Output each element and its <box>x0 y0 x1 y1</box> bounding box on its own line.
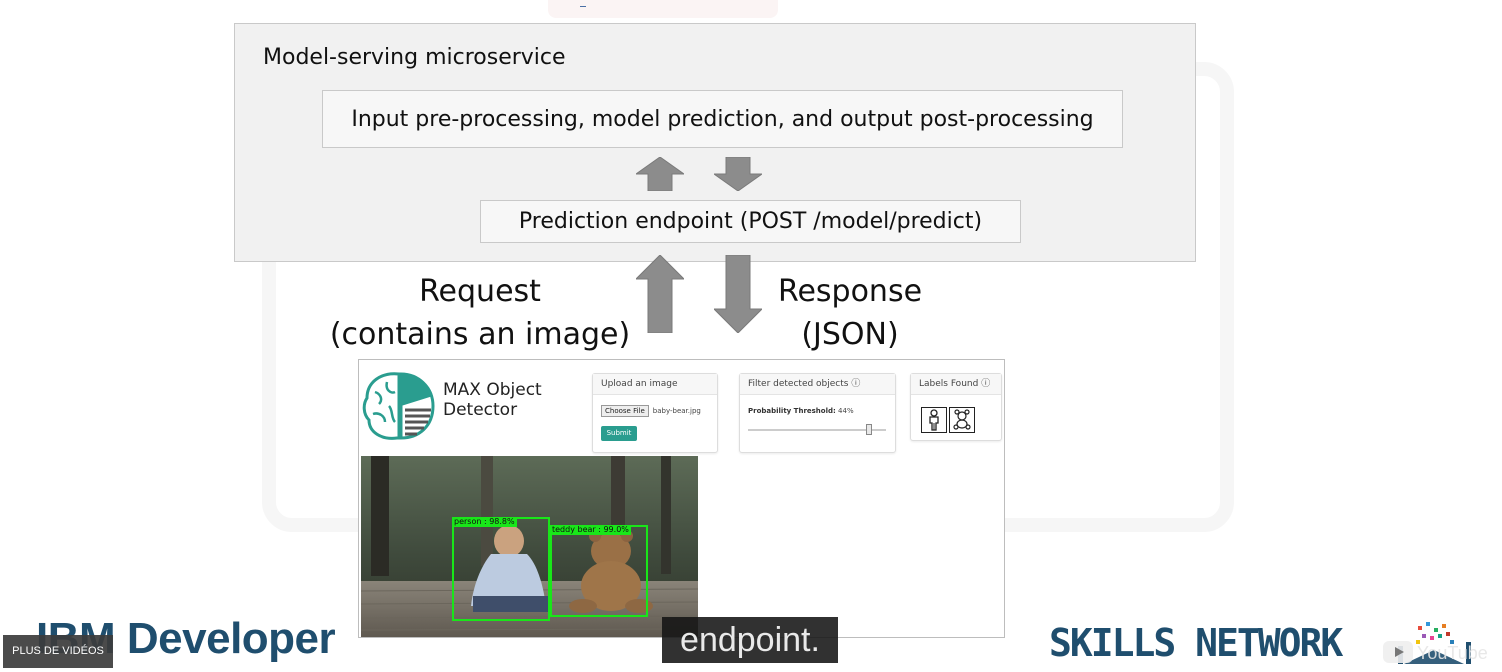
labels-card-header: Labels Found ⓘ <box>911 374 1001 395</box>
info-icon[interactable]: ⓘ <box>981 379 991 389</box>
response-label-line1: Response <box>777 274 923 309</box>
labels-card: Labels Found ⓘ <box>910 373 1002 441</box>
submit-button[interactable]: Submit <box>601 426 637 441</box>
background-watermark-top <box>548 0 778 18</box>
request-label-line2: (contains an image) <box>329 317 631 352</box>
app-title-line2: Detector <box>443 400 518 420</box>
threshold-label: Probability Threshold: 44% <box>748 407 854 415</box>
microservice-title: Model-serving microservice <box>263 45 566 70</box>
upload-card-header: Upload an image <box>593 374 717 395</box>
file-name: baby-bear.jpg <box>652 407 701 415</box>
person-detection-label: person : 98.8% <box>452 517 517 527</box>
filter-card-title: Filter detected objects <box>748 379 849 389</box>
person-detection-box <box>452 517 550 621</box>
endpoint-box: Prediction endpoint (POST /model/predict… <box>480 200 1021 243</box>
filter-card: Filter detected objects ⓘ Probability Th… <box>739 373 896 453</box>
small-up-arrow <box>636 157 684 191</box>
video-caption: endpoint. <box>662 617 838 663</box>
teddy-bear-icon[interactable] <box>949 407 975 433</box>
file-row: Choose File baby-bear.jpg <box>601 405 701 417</box>
youtube-label: YouTube <box>1417 643 1488 663</box>
choose-file-button[interactable]: Choose File <box>601 405 649 417</box>
response-label: Response (JSON) <box>760 270 940 356</box>
threshold-value: 44% <box>838 407 854 415</box>
response-arrow-down <box>714 255 762 333</box>
info-icon[interactable]: ⓘ <box>851 379 861 389</box>
threshold-slider-thumb[interactable] <box>866 424 873 435</box>
label-icons <box>921 407 975 433</box>
request-label-line1: Request <box>419 274 541 309</box>
brain-logo-icon <box>361 370 441 442</box>
top-dash <box>580 6 586 7</box>
request-label: Request (contains an image) <box>320 270 640 356</box>
app-title-line1: MAX Object <box>443 380 542 400</box>
threshold-label-text: Probability Threshold: <box>748 407 836 415</box>
pipeline-box: Input pre-processing, model prediction, … <box>322 90 1123 148</box>
app-title: MAX Object Detector <box>443 380 542 420</box>
response-label-line2: (JSON) <box>801 317 899 352</box>
teddy-bear-detection-label: teddy bear : 99.0% <box>550 525 631 535</box>
endpoint-label: Prediction endpoint (POST /model/predict… <box>518 209 983 234</box>
skills-network-logo: SKILLS NETWORK <box>1049 621 1343 665</box>
filter-card-header: Filter detected objects ⓘ <box>740 374 895 395</box>
teddy-bear-detection-box <box>550 525 648 617</box>
request-arrow-up <box>636 255 684 333</box>
small-down-arrow <box>714 157 762 191</box>
person-icon[interactable] <box>921 407 947 433</box>
more-videos-button[interactable]: PLUS DE VIDÉOS <box>3 635 113 668</box>
youtube-logo[interactable]: YouTube <box>1383 638 1495 670</box>
upload-card: Upload an image Choose File baby-bear.jp… <box>592 373 718 453</box>
microservice-box: Model-serving microservice Input pre-pro… <box>234 23 1196 262</box>
detection-photo: person : 98.8% teddy bear : 99.0% <box>361 456 698 637</box>
labels-card-title: Labels Found <box>919 379 979 389</box>
max-object-detector-app: MAX Object Detector Upload an image Choo… <box>358 359 1005 638</box>
pipeline-label: Input pre-processing, model prediction, … <box>351 106 1094 132</box>
threshold-slider-track[interactable] <box>748 429 886 431</box>
